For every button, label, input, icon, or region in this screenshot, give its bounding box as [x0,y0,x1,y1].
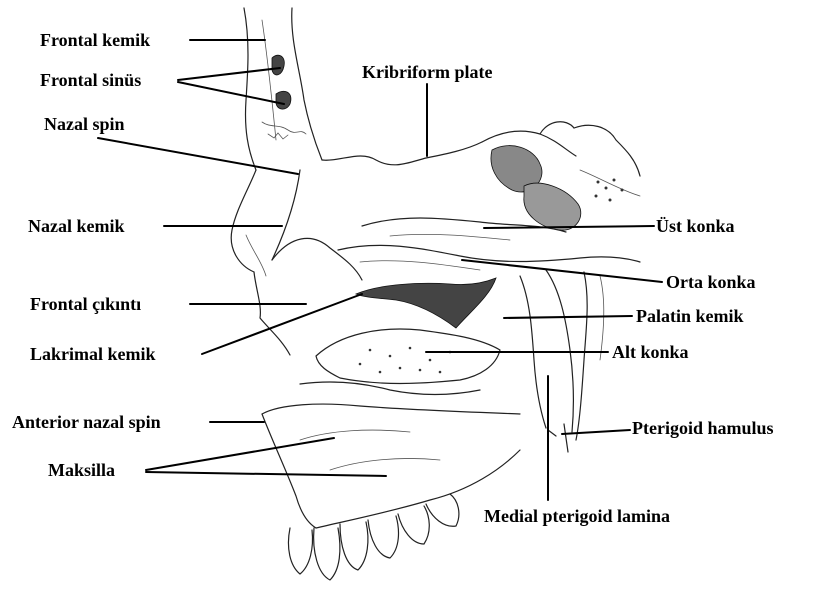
label-palatin-kemik: Palatin kemik [636,306,744,326]
leader-maksilla-1 [146,438,334,470]
teeth [288,494,458,580]
label-frontal-sinus: Frontal sinüs [40,70,141,90]
lacrimal-hatch [356,278,496,328]
leader-nazal-spin [98,138,298,174]
label-anterior-nazal-spin: Anterior nazal spin [12,412,161,432]
leader-orta-konka [462,260,662,282]
leader-frontal-sinus-2 [178,82,284,104]
label-frontal-cikinti: Frontal çıkıntı [30,294,141,314]
leader-frontal-sinus-1 [178,68,280,80]
label-orta-konka: Orta konka [666,272,756,292]
leader-maksilla-2 [146,472,386,476]
leader-palatin-kemik [504,316,632,318]
skull-illustration [231,8,640,580]
label-ust-konka: Üst konka [656,216,735,236]
label-maksilla: Maksilla [48,460,115,480]
label-lakrimal-kemik: Lakrimal kemik [30,344,156,364]
label-medial-pterigoid-lamina: Medial pterigoid lamina [484,506,670,526]
label-frontal-kemik: Frontal kemik [40,30,150,50]
frontal-sinus-lower [276,91,291,109]
label-alt-konka: Alt konka [612,342,689,362]
labels: Frontal kemik Frontal sinüs Kribriform p… [12,30,774,526]
label-nazal-spin: Nazal spin [44,114,125,134]
frontal-sinus-upper [272,55,284,75]
label-pterigoid-hamulus: Pterigoid hamulus [632,418,774,438]
leader-ust-konka [484,226,654,228]
label-nazal-kemik: Nazal kemik [28,216,125,236]
label-kribriform-plate: Kribriform plate [362,62,492,82]
